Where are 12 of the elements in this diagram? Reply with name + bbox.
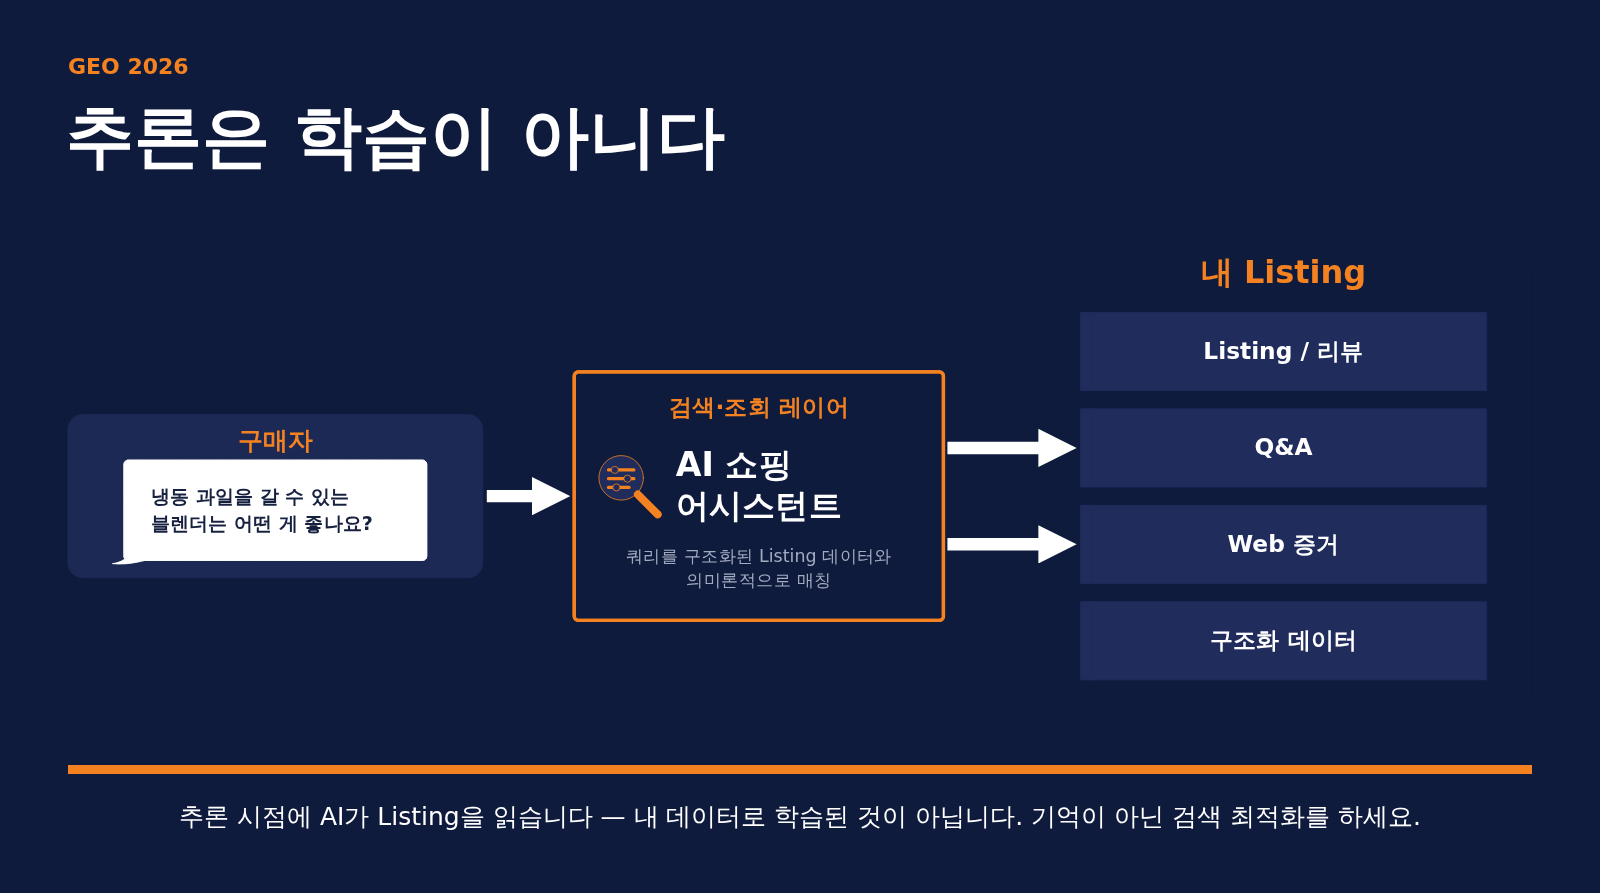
process-box: 검색·조회 레이어 AI 쇼핑 어시스턴트 쿼리를 구조화된 Listing 데이터와 의미론적으로 매칭 xyxy=(572,370,946,622)
title: 추론은 학습이 아니다 xyxy=(66,96,726,178)
item-bar: Listing / 리뷰 xyxy=(1080,311,1487,391)
item-bar: Web 증거 xyxy=(1080,504,1487,584)
column-heading: 내 Listing xyxy=(1200,252,1367,294)
arrow xyxy=(947,525,1077,564)
caption: 추론 시점에 AI가 Listing을 읽습니다 — 내 데이터로 학습된 것이 아닙니다. 기억이 아닌 검색 최적화를 하세요. xyxy=(178,801,1422,833)
arrow xyxy=(947,428,1077,468)
arrow xyxy=(486,477,571,516)
header-label: GEO 2026 xyxy=(68,54,189,79)
item-bar: 구조화 데이터 xyxy=(1080,601,1487,681)
item-bar: Q&A xyxy=(1080,408,1487,488)
